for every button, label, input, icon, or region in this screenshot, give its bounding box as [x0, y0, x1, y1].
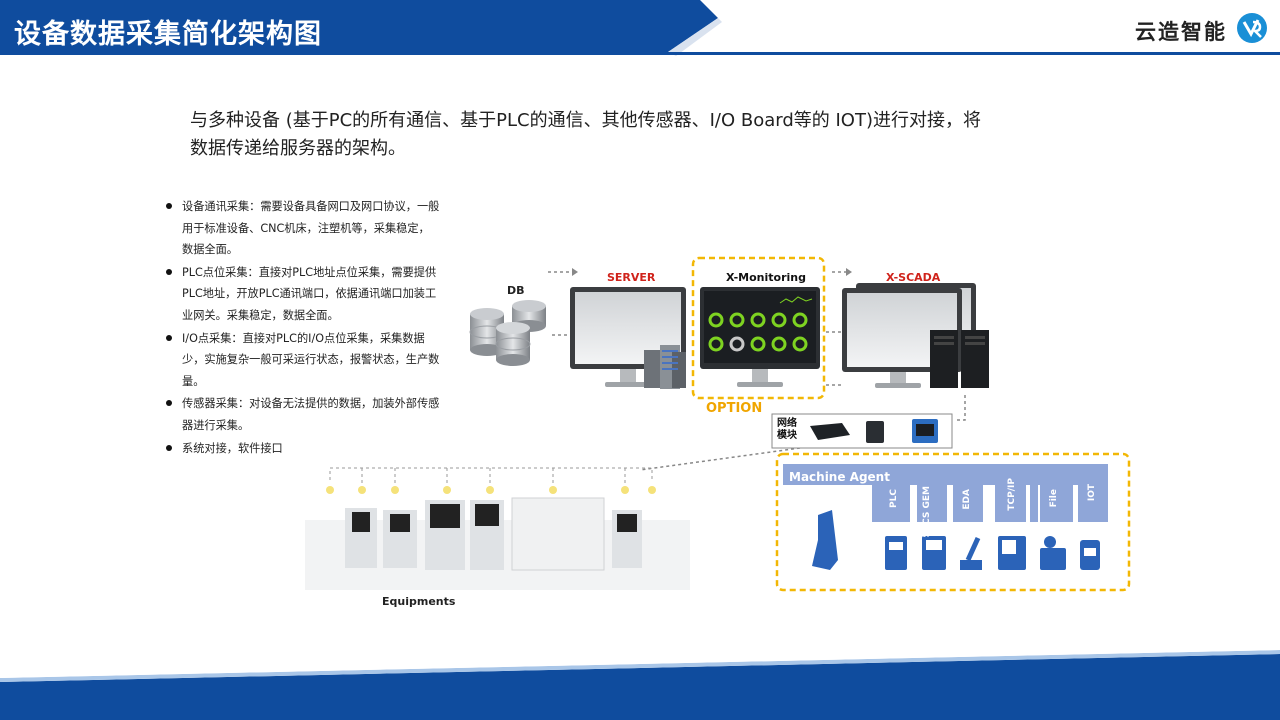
list-item: 设备通讯采集：需要设备具备网口及网口协议，一般用于标准设备、CNC机床，注塑机等… — [165, 196, 440, 261]
network-module-label: 网络模块 — [777, 418, 797, 441]
protocol-label-iot: IOT — [1087, 484, 1097, 502]
collection-methods-list: 设备通讯采集：需要设备具备网口及网口协议，一般用于标准设备、CNC机床，注塑机等… — [165, 196, 440, 460]
footer-band — [0, 646, 1280, 720]
scada-monitor-icon — [842, 283, 989, 388]
list-item: I/O点采集：直接对PLC的I/O点位采集，采集数据少，实施复杂一般可采运行状态… — [165, 328, 440, 393]
device-icons — [885, 536, 1100, 570]
protocol-label-secs-gem: SECS GEM — [922, 486, 932, 538]
intro-line-2: 数据传递给服务器的架构。 — [190, 138, 406, 159]
database-icon — [469, 300, 546, 366]
machine-agent-frame — [775, 452, 1131, 592]
server-monitor-icon — [570, 287, 686, 389]
db-label: DB — [507, 284, 525, 297]
protocol-label-plc: PLC — [889, 489, 899, 508]
server-label: SERVER — [607, 271, 656, 284]
xmonitoring-label: X-Monitoring — [726, 271, 806, 284]
logo-icon — [1237, 13, 1267, 43]
server-rack-icon — [644, 345, 686, 389]
list-item: PLC点位采集：直接对PLC地址点位采集，需要提供PLC地址，开放PLC通讯端口… — [165, 262, 440, 327]
machine-agent-label: Machine Agent — [789, 470, 890, 484]
protocol-label-eda: EDA — [962, 489, 972, 510]
header-band — [0, 0, 1280, 56]
equipments-label: Equipments — [382, 595, 456, 608]
option-frame — [691, 256, 826, 400]
brand-name: 云造智能 — [1135, 19, 1227, 44]
protocol-label-tcpip: TCP/IP — [1007, 478, 1017, 511]
agent-bar — [783, 464, 1108, 522]
monitoring-screen-icon — [700, 287, 820, 387]
list-item: 传感器采集：对设备无法提供的数据，加装外部传感器进行采集。 — [165, 393, 440, 436]
kiosk-icon — [812, 510, 838, 570]
intro-line-1: 与多种设备 (基于PC的所有通信、基于PLC的通信、其他传感器、I/O Boar… — [190, 110, 981, 131]
protocol-label-file: File — [1049, 489, 1059, 508]
robot-arm-icon — [960, 536, 982, 570]
intro-text: 与多种设备 (基于PC的所有通信、基于PLC的通信、其他传感器、I/O Boar… — [190, 107, 1050, 163]
gateway-icon — [810, 419, 938, 443]
option-label: OPTION — [706, 401, 763, 416]
page-title: 设备数据采集简化架构图 — [14, 19, 322, 50]
list-item: 系统对接，软件接口 — [165, 438, 440, 460]
xscada-label: X-SCADA — [886, 271, 941, 284]
equipment-line — [305, 467, 690, 590]
